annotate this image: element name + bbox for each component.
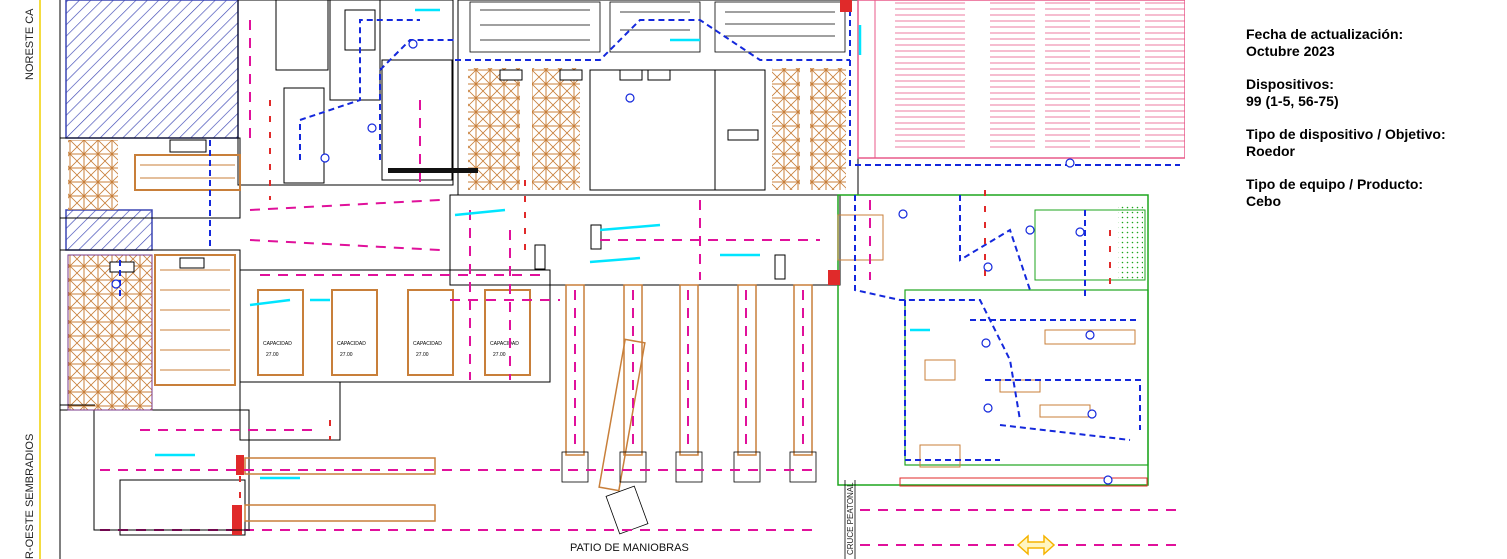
device-type-block: Tipo de dispositivo / Objetivo: Roedor — [1246, 126, 1504, 160]
devices-block: Dispositivos: 99 (1-5, 56-75) — [1246, 76, 1504, 110]
devices-value: 99 (1-5, 56-75) — [1246, 93, 1339, 109]
loading-docks — [244, 284, 813, 522]
storage-racks — [67, 68, 846, 411]
equipment-value: Cebo — [1246, 193, 1281, 209]
green-office-zone — [837, 194, 1149, 487]
svg-text:CAPACIDAD: CAPACIDAD — [490, 341, 519, 347]
floor-plan: CAPACIDAD CAPACIDAD CAPACIDAD CAPACIDAD 27… — [39, 0, 1185, 559]
device-markers — [111, 39, 1113, 485]
svg-text:CAPACIDAD: CAPACIDAD — [263, 341, 292, 347]
warehouse-hatched-north — [65, 0, 239, 251]
update-block: Fecha de actualización: Octubre 2023 — [1246, 26, 1504, 60]
devices-label: Dispositivos: — [1246, 76, 1334, 92]
label-cruce-peatonal: CRUCE PEATONAL — [846, 482, 855, 555]
svg-text:27.00: 27.00 — [266, 352, 279, 358]
inspection-routes-magenta — [100, 20, 1180, 546]
svg-text:27.00: 27.00 — [340, 352, 353, 358]
device-type-value: Roedor — [1246, 143, 1295, 159]
equipment-block: Tipo de equipo / Producto: Cebo — [1246, 176, 1504, 210]
svg-text:27.00: 27.00 — [493, 352, 506, 358]
double-arrow-icon — [1016, 534, 1056, 556]
update-value: Octubre 2023 — [1246, 43, 1335, 59]
inspection-routes-cyan — [155, 8, 930, 480]
label-patio-maniobras: PATIO DE MANIOBRAS — [570, 542, 689, 554]
equipment-label: Tipo de equipo / Producto: — [1246, 176, 1424, 192]
svg-text:CAPACIDAD: CAPACIDAD — [413, 341, 442, 347]
label-suroeste: R-OESTE SEMBRADIOS — [24, 433, 36, 559]
label-noreste: NORESTE CA — [24, 8, 36, 80]
inspection-routes-blue — [119, 0, 1180, 461]
pink-zone — [857, 0, 1185, 159]
info-panel: Fecha de actualización: Octubre 2023 Dis… — [1246, 26, 1504, 226]
device-type-label: Tipo de dispositivo / Objetivo: — [1246, 126, 1446, 142]
update-label: Fecha de actualización: — [1246, 26, 1404, 42]
svg-text:CAPACIDAD: CAPACIDAD — [337, 341, 366, 347]
svg-text:27.00: 27.00 — [416, 352, 429, 358]
